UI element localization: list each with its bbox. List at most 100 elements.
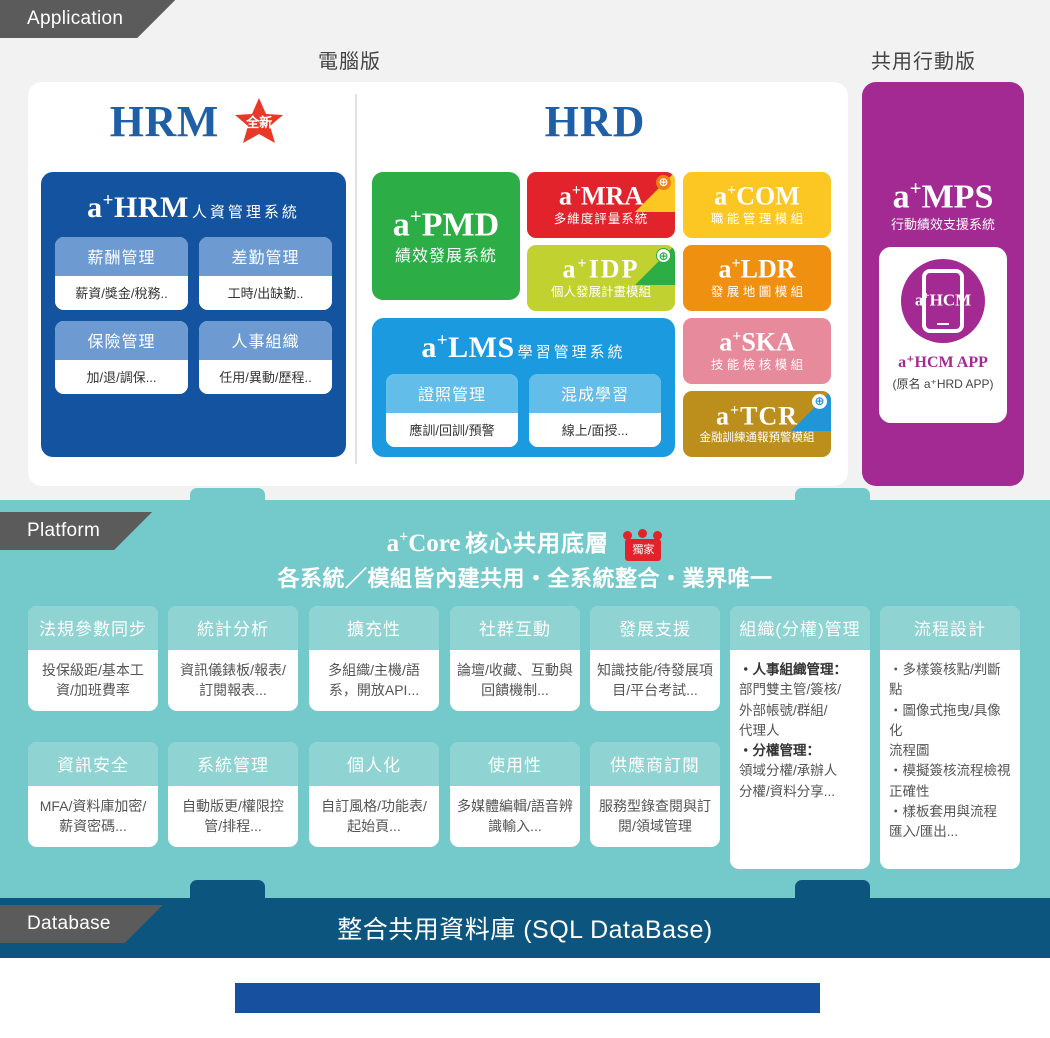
platform-card[interactable]: 資訊安全 MFA/資料庫加密/薪資密碼... xyxy=(28,742,158,847)
module-idp[interactable]: ⊕ a+IDP 個人發展計畫模組 xyxy=(527,245,675,311)
platform-card-org[interactable]: 組織(分權)管理 ・人事組織管理： 部門雙主管/簽核/ 外部帳號/群組/ 代理人… xyxy=(730,606,870,869)
card-line: ・樣板套用與流程 xyxy=(889,803,997,819)
platform-card-title: 統計分析 xyxy=(168,606,298,650)
phone-icon xyxy=(922,268,964,333)
connector-top-right xyxy=(795,488,870,514)
module-tcr-subtitle: 金融訓練通報預警模組 xyxy=(699,432,815,444)
connector-top-left xyxy=(190,488,265,514)
platform-card-flow[interactable]: 流程設計 ・多樣簽核點/判斷點 ・圖像式拖曳/具像化 流程圖 ・模擬簽核流程檢視… xyxy=(880,606,1020,869)
module-ska[interactable]: a+SKA 技 能 檢 核 模 組 xyxy=(683,318,831,384)
platform-card-desc: MFA/資料庫加密/薪資密碼... xyxy=(39,798,147,835)
tile-title: 差勤管理 xyxy=(199,237,332,276)
hcm-app-card[interactable]: a+HCM a⁺HCM APP (原名 a⁺HRD APP) xyxy=(879,246,1007,423)
platform-card-title: 流程設計 xyxy=(880,606,1020,650)
database-title: 整合共用資料庫 (SQL DataBase) xyxy=(337,916,713,944)
platform-card[interactable]: 法規參數同步 投保級距/基本工資/加班費率 xyxy=(28,606,158,711)
platform-card[interactable]: 個人化 自訂風格/功能表/起始頁... xyxy=(309,742,439,847)
platform-card-desc: 知識技能/待發展項目/平台考試... xyxy=(597,662,713,699)
platform-card[interactable]: 使用性 多媒體編輯/語音辨識輸入... xyxy=(450,742,580,847)
platform-card[interactable]: 發展支援 知識技能/待發展項目/平台考試... xyxy=(590,606,720,711)
plus-badge-icon: ⊕ xyxy=(635,172,675,212)
card-line: 匯入/匯出... xyxy=(889,824,959,839)
tile-desc: 薪資/獎金/稅務.. xyxy=(55,276,188,310)
tile-desc: 應訓/回訓/預警 xyxy=(386,413,518,447)
mps-code: a+MPS xyxy=(892,176,994,216)
core-title-code: a+Core xyxy=(386,528,461,557)
card-line: 部門雙主管/簽核/ xyxy=(739,682,842,698)
module-ldr-subtitle: 發 展 地 圖 模 組 xyxy=(710,284,804,299)
hrd-heading: HRD xyxy=(544,97,646,146)
mps-subtitle: 行動績效支援系統 xyxy=(890,217,995,233)
tile-title: 混成學習 xyxy=(529,374,661,413)
lms-tile[interactable]: 混成學習 線上/面授... xyxy=(529,374,661,447)
platform-card-desc: 服務型錄查閱與訂閱/領域管理 xyxy=(599,798,711,835)
platform-card[interactable]: 統計分析 資訊儀錶板/報表/訂閱報表... xyxy=(168,606,298,711)
star-badge-label: 全新 xyxy=(246,114,273,130)
module-idp-code: a+IDP xyxy=(562,254,640,284)
database-band xyxy=(0,898,1050,958)
hcm-app-name: a⁺HCM APP xyxy=(898,353,988,371)
platform-card-body: ・人事組織管理： 部門雙主管/簽核/ 外部帳號/群組/ 代理人 ・分權管理： 領… xyxy=(730,650,870,812)
module-com[interactable]: a+COM 職 能 管 理 模 組 xyxy=(683,172,831,238)
platform-card[interactable]: 擴充性 多組織/主機/語系，開放API... xyxy=(309,606,439,711)
module-ska-code: a+SKA xyxy=(719,327,795,357)
connector-bottom-left xyxy=(190,880,265,906)
module-mra[interactable]: ⊕ a+MRA 多維度評量系統 xyxy=(527,172,675,238)
card-line: 領域分權/承辦人 xyxy=(739,763,838,779)
core-title: a+Core 核心共用底層 獨家 xyxy=(0,524,1050,563)
tile-desc: 加/退/調保... xyxy=(55,360,188,394)
platform-card[interactable]: 社群互動 論壇/收藏、互動與回饋機制... xyxy=(450,606,580,711)
hrm-panel-subtitle: 人資管理系統 xyxy=(191,204,300,221)
hrm-tile[interactable]: 差勤管理 工時/出缺勤.. xyxy=(199,237,332,310)
platform-card-title: 個人化 xyxy=(309,742,439,786)
tile-desc: 工時/出缺勤.. xyxy=(199,276,332,310)
hrm-tile[interactable]: 薪酬管理 薪資/獎金/稅務.. xyxy=(55,237,188,310)
platform-card-title: 系統管理 xyxy=(168,742,298,786)
hrm-tile[interactable]: 人事組織 任用/異動/歷程.. xyxy=(199,321,332,394)
tile-desc: 任用/異動/歷程.. xyxy=(199,360,332,394)
module-mps[interactable]: a+MPS 行動績效支援系統 a+HCM a⁺HCM APP (原名 a⁺HRD… xyxy=(862,82,1024,486)
card-line: 流程圖 xyxy=(889,743,930,758)
module-pmd-code: a+PMD xyxy=(392,204,500,244)
hcm-icon-label: a+HCM xyxy=(914,290,972,310)
card-line: ・人事組織管理： xyxy=(739,662,847,677)
star-badge-icon: 全新 xyxy=(233,97,285,147)
band-label-database: Database xyxy=(0,905,163,943)
hcm-app-icon: a+HCM xyxy=(901,258,985,343)
module-tcr[interactable]: ⊕ a+TCR 金融訓練通報預警模組 xyxy=(683,391,831,457)
card-line: ・分權管理： xyxy=(739,743,820,758)
module-com-code: a+COM xyxy=(714,181,800,211)
platform-card-desc: 論壇/收藏、互動與回饋機制... xyxy=(457,662,573,699)
module-pmd[interactable]: a+PMD 績效發展系統 xyxy=(372,172,520,300)
core-subtitle: 各系統／模組皆內建共用・全系統整合・業界唯一 xyxy=(277,566,773,591)
platform-card-title: 發展支援 xyxy=(590,606,720,650)
module-ldr[interactable]: a+LDR 發 展 地 圖 模 組 xyxy=(683,245,831,311)
hrm-tile-grid: 薪酬管理 薪資/獎金/稅務.. 差勤管理 工時/出缺勤.. 保險管理 加/退/調… xyxy=(55,237,332,394)
platform-card-title: 使用性 xyxy=(450,742,580,786)
tile-title: 人事組織 xyxy=(199,321,332,360)
hrm-tile[interactable]: 保險管理 加/退/調保... xyxy=(55,321,188,394)
column-label-pc: 電腦版 xyxy=(318,51,381,73)
card-line: ・模擬簽核流程檢視 xyxy=(889,763,1011,779)
module-tcr-code: a+TCR xyxy=(715,402,799,431)
platform-card-title: 組織(分權)管理 xyxy=(730,606,870,650)
card-line: ・圖像式拖曳/具像化 xyxy=(889,702,1001,738)
card-line: 分權/資料分享... xyxy=(739,783,836,799)
lms-tile[interactable]: 證照管理 應訓/回訓/預警 xyxy=(386,374,518,447)
platform-card-title: 供應商訂閱 xyxy=(590,742,720,786)
platform-card-title: 社群互動 xyxy=(450,606,580,650)
platform-card[interactable]: 系統管理 自動版更/權限控管/排程... xyxy=(168,742,298,847)
hrm-heading-word: HRM xyxy=(109,97,219,146)
plus-badge-icon: ⊕ xyxy=(635,245,675,285)
module-ldr-code: a+LDR xyxy=(718,254,796,284)
lms-panel-code: a+LMS xyxy=(421,330,515,364)
platform-card[interactable]: 供應商訂閱 服務型錄查閱與訂閱/領域管理 xyxy=(590,742,720,847)
lms-tile-grid: 證照管理 應訓/回訓/預警 混成學習 線上/面授... xyxy=(382,374,665,447)
platform-card-desc: 自動版更/權限控管/排程... xyxy=(182,798,284,835)
hrm-heading: HRM 全新 xyxy=(40,96,355,147)
tile-title: 保險管理 xyxy=(55,321,188,360)
